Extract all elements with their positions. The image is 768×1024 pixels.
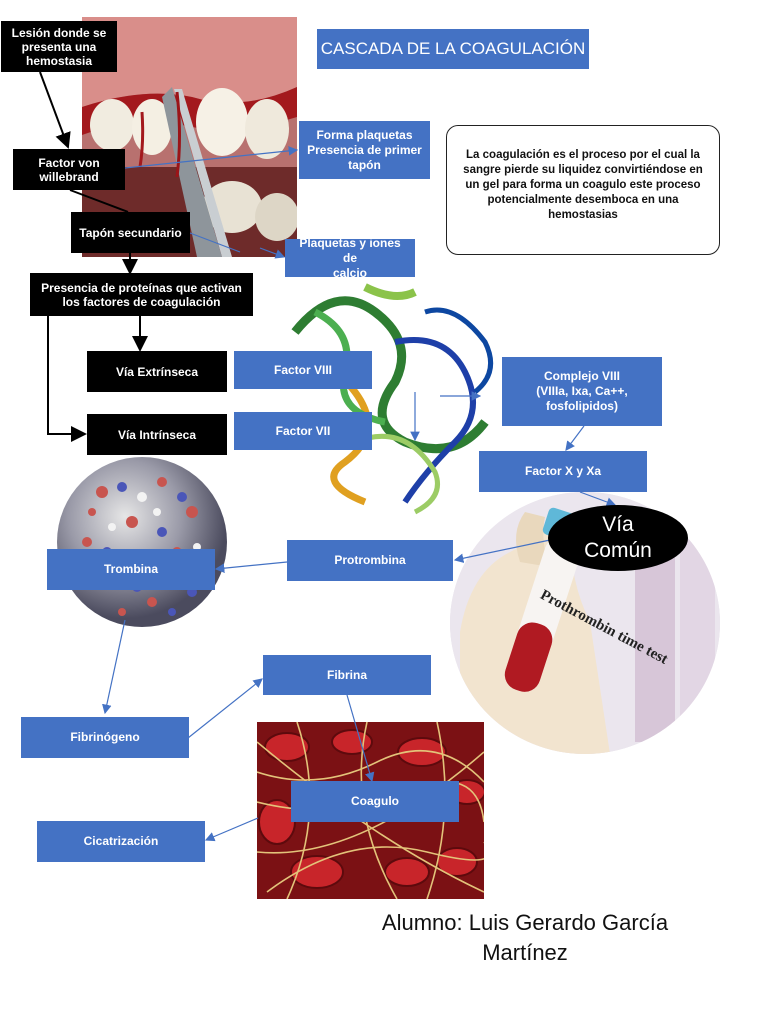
box-forma-plaquetas: Forma plaquetas Presencia de primer tapó… <box>299 121 430 179</box>
box-complejo-viii: Complejo VIII (VIIIa, Ixa, Ca++, fosfoli… <box>502 357 662 426</box>
definition-callout: La coagulación es el proceso por el cual… <box>446 125 720 255</box>
label-von-willebrand: Factor von willebrand <box>13 149 125 190</box>
box-factor-x: Factor X y Xa <box>479 451 647 492</box>
box-coagulo: Coagulo <box>291 781 459 822</box>
box-fibrina: Fibrina <box>263 655 431 695</box>
box-factor-vii: Factor VII <box>234 412 372 450</box>
label-via-intrinseca: Vía Intrínseca <box>87 414 227 455</box>
label-proteinas: Presencia de proteínas que activan los f… <box>30 273 253 316</box>
label-via-extrinseca: Vía Extrínseca <box>87 351 227 392</box>
box-protrombina: Protrombina <box>287 540 453 581</box>
via-comun-oval: Vía Común <box>548 505 688 571</box>
author-credit: Alumno: Luis Gerardo García Martínez <box>381 910 669 965</box>
box-cicatrizacion: Cicatrización <box>37 821 205 862</box>
box-factor-viii: Factor VIII <box>234 351 372 389</box>
box-plaquetas-iones: Plaquetas y iones de calcio <box>285 236 415 280</box>
box-fibrinogeno: Fibrinógeno <box>21 717 189 758</box>
label-lesion: Lesión donde se presenta una hemostasia <box>1 21 117 72</box>
page-title: CASCADA DE LA COAGULACIÓN <box>317 29 589 69</box>
label-tapon-secundario: Tapón secundario <box>71 212 190 253</box>
box-trombina: Trombina <box>47 549 215 590</box>
